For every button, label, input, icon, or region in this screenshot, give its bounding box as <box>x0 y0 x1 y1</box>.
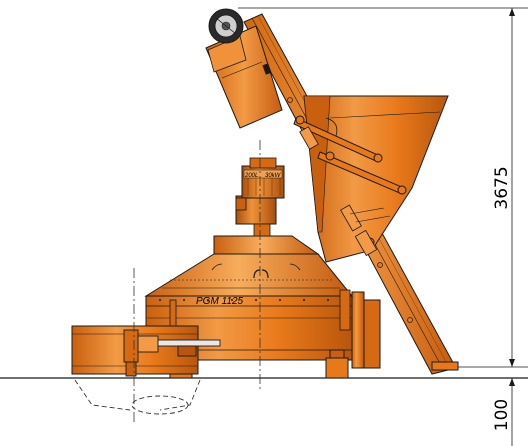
mixer-drum <box>144 235 354 361</box>
dimension-below-ground-label: 100 <box>492 399 512 431</box>
pulley-wheel-icon <box>208 8 244 44</box>
motor-power-label: 30kW <box>265 173 282 179</box>
discharge-cylinder <box>123 329 221 377</box>
dimension-height-label: 3675 <box>492 166 512 209</box>
skip-bucket <box>293 95 449 263</box>
model-label: PGM 1125 <box>196 296 243 307</box>
motor-size-label: 200L <box>244 173 258 179</box>
foundation-pit <box>74 379 201 415</box>
electric-motor-icon <box>235 157 285 237</box>
centre-lines <box>133 140 261 424</box>
hoist-head-box <box>205 25 283 129</box>
